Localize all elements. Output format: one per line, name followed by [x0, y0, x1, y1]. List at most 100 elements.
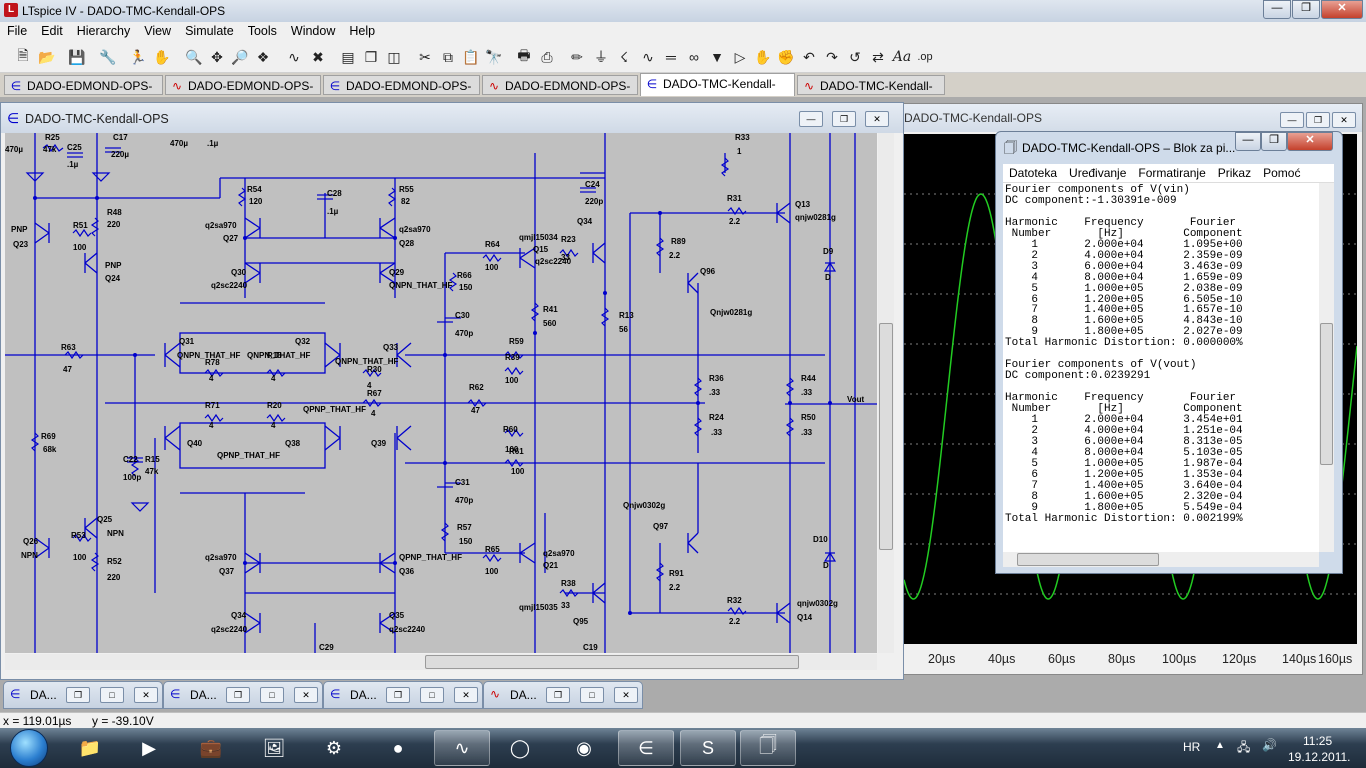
- component-label-r18v[interactable]: 4: [271, 374, 276, 383]
- component-label-r18[interactable]: R18: [267, 351, 282, 360]
- component-label-r30[interactable]: R30: [367, 365, 382, 374]
- diode-icon[interactable]: ▼: [710, 49, 724, 65]
- component-label-q96m[interactable]: Qnjw0281g: [710, 308, 753, 317]
- explorer-folder-icon[interactable]: 📁: [78, 737, 102, 758]
- remote-desktop-icon[interactable]: 🖼: [262, 737, 286, 758]
- component-label-r54v[interactable]: 120: [249, 197, 263, 206]
- component-label-q40[interactable]: Q40: [187, 439, 203, 448]
- component-label-q97m[interactable]: Qnjw0302g: [623, 501, 666, 510]
- component-label-r53v[interactable]: 100: [73, 553, 87, 562]
- component-label-q37[interactable]: Q37: [219, 567, 235, 576]
- component-label-r53[interactable]: R53: [71, 531, 86, 540]
- component-label-c29[interactable]: C29: [319, 643, 334, 652]
- component-label-r15[interactable]: R15: [145, 455, 160, 464]
- notepad-menu-view[interactable]: Prikaz: [1217, 166, 1252, 180]
- menu-edit[interactable]: Edit: [41, 24, 63, 38]
- component-label-r23[interactable]: R23: [561, 235, 576, 244]
- zoom-fit-icon[interactable]: ❖: [256, 48, 270, 65]
- close-button[interactable]: ✕: [134, 687, 158, 703]
- component-label-q39[interactable]: Q39: [371, 439, 387, 448]
- component-label-q21[interactable]: Q21: [543, 561, 559, 570]
- rotate-icon[interactable]: ↺: [849, 48, 861, 65]
- component-label-r71v[interactable]: 4: [209, 421, 214, 430]
- notepad-horizontal-scrollbar[interactable]: [1003, 552, 1319, 567]
- tab-kendall-schematic[interactable]: ∈DADO-TMC-Kendall-OPS: [640, 73, 795, 111]
- notepad-minimize-button[interactable]: —: [1235, 132, 1261, 151]
- component-label-q36m[interactable]: QPNP_THAT_HF: [399, 553, 462, 562]
- component-label-c30[interactable]: C30: [455, 311, 470, 320]
- wire-icon[interactable]: ✏: [571, 48, 583, 65]
- component-label-q15m2[interactable]: q2sc2240: [535, 257, 572, 266]
- component-label-r39[interactable]: R39: [505, 353, 520, 362]
- component-label-c24v[interactable]: 220p: [585, 197, 604, 206]
- component-label-r62v[interactable]: 47: [471, 406, 480, 415]
- component-label-r30v[interactable]: 4: [367, 381, 372, 390]
- component-label-v1u[interactable]: .1µ: [207, 139, 219, 148]
- component-label-r59[interactable]: R59: [509, 337, 524, 346]
- component-label-r54[interactable]: R54: [247, 185, 262, 194]
- zoom-out-icon[interactable]: 🔎: [231, 48, 249, 65]
- component-label-q14m[interactable]: qnjw0302g: [797, 599, 838, 608]
- network-icon[interactable]: 🖧: [1237, 740, 1251, 754]
- component-label-q34b[interactable]: Q34: [231, 611, 247, 620]
- capacitor-icon[interactable]: ═: [666, 49, 676, 65]
- component-label-r78v[interactable]: 4: [209, 374, 214, 383]
- waveform-minimize-button[interactable]: —: [1280, 112, 1304, 128]
- component-label-d9m[interactable]: D: [825, 273, 831, 282]
- component-label-q27[interactable]: Q27: [223, 234, 239, 243]
- component-label-q33[interactable]: Q33: [383, 343, 399, 352]
- component-label-r50[interactable]: R50: [801, 413, 816, 422]
- component-label-r13[interactable]: R13: [619, 311, 634, 320]
- control-panel-icon[interactable]: 🔧: [99, 48, 117, 65]
- ground-icon[interactable]: ⏚: [594, 49, 608, 65]
- component-label-r38[interactable]: R38: [561, 579, 576, 588]
- component-label-r51[interactable]: R51: [73, 221, 88, 230]
- tab-edmond-gfb-schematic[interactable]: ∈DADO-EDMOND-OPS-gfb: [4, 75, 163, 113]
- component-label-r25[interactable]: R25: [45, 133, 60, 142]
- component-label-q29m[interactable]: QNPN_THAT_HF: [389, 281, 453, 290]
- ltspice-icon[interactable]: ∈: [618, 730, 674, 766]
- component-label-q21m2[interactable]: qmjl15035: [519, 603, 558, 612]
- component-label-r61v[interactable]: 100: [511, 467, 525, 476]
- component-label-c25[interactable]: C25: [67, 143, 82, 152]
- save-icon[interactable]: 💾: [68, 48, 86, 65]
- component-label-q37m_pnp[interactable]: QPNP_THAT_HF: [303, 405, 366, 414]
- component-label-q26[interactable]: Q26: [23, 537, 39, 546]
- component-label-r60[interactable]: R60: [503, 425, 518, 434]
- component-label-r69[interactable]: R69: [41, 432, 56, 441]
- handtool-icon[interactable]: ⚙: [325, 737, 343, 758]
- undo-icon[interactable]: ↶: [803, 48, 815, 65]
- component-label-q14[interactable]: Q14: [797, 613, 813, 622]
- component-label-q35[interactable]: Q35: [389, 611, 405, 620]
- autorange-icon[interactable]: ∿: [288, 48, 300, 65]
- component-label-q28[interactable]: Q28: [399, 239, 415, 248]
- component-label-r60v[interactable]: 100: [505, 445, 519, 454]
- component-label-r36v[interactable]: .33: [709, 388, 721, 397]
- redo-icon[interactable]: ↷: [826, 48, 838, 65]
- component-label-q96[interactable]: Q96: [700, 267, 716, 276]
- notepad-menu-edit[interactable]: Uređivanje: [1069, 166, 1127, 180]
- component-label-q13m[interactable]: qnjw0281g: [795, 213, 836, 222]
- component-label-r63v[interactable]: 47: [63, 365, 72, 374]
- component-label-q28m[interactable]: q2sa970: [399, 225, 431, 234]
- component-label-r64v[interactable]: 100: [485, 263, 499, 272]
- menu-hierarchy[interactable]: Hierarchy: [76, 24, 131, 38]
- component-label-r91[interactable]: R91: [669, 569, 684, 578]
- component-label-r57v[interactable]: 150: [459, 537, 473, 546]
- restore-button[interactable]: ❐: [1292, 0, 1320, 19]
- paste-icon[interactable]: 📋: [462, 48, 480, 65]
- tab-edmond-pfb-schematic[interactable]: ∈DADO-EDMOND-OPS-pfb: [323, 75, 480, 113]
- close-button[interactable]: ✕: [1321, 0, 1363, 19]
- minimized-window[interactable]: ∈ DA... ❐ □ ✕: [3, 681, 163, 709]
- component-label-r32v[interactable]: 2.2: [729, 617, 741, 626]
- component-label-r24[interactable]: R24: [709, 413, 724, 422]
- notepad-close-button[interactable]: ✕: [1287, 132, 1333, 151]
- tab-edmond-gfb-waveform[interactable]: ∿DADO-EDMOND-OPS-gfb: [165, 75, 321, 113]
- maximize-button[interactable]: □: [260, 687, 284, 703]
- minimized-window[interactable]: ∈ DA... ❐ □ ✕: [323, 681, 483, 709]
- component-label-r52[interactable]: R52: [107, 557, 122, 566]
- skype-icon[interactable]: S: [680, 730, 736, 766]
- acrobat-icon[interactable]: ●: [392, 737, 404, 758]
- component-label-r66[interactable]: R66: [457, 271, 472, 280]
- maximize-button[interactable]: □: [580, 687, 604, 703]
